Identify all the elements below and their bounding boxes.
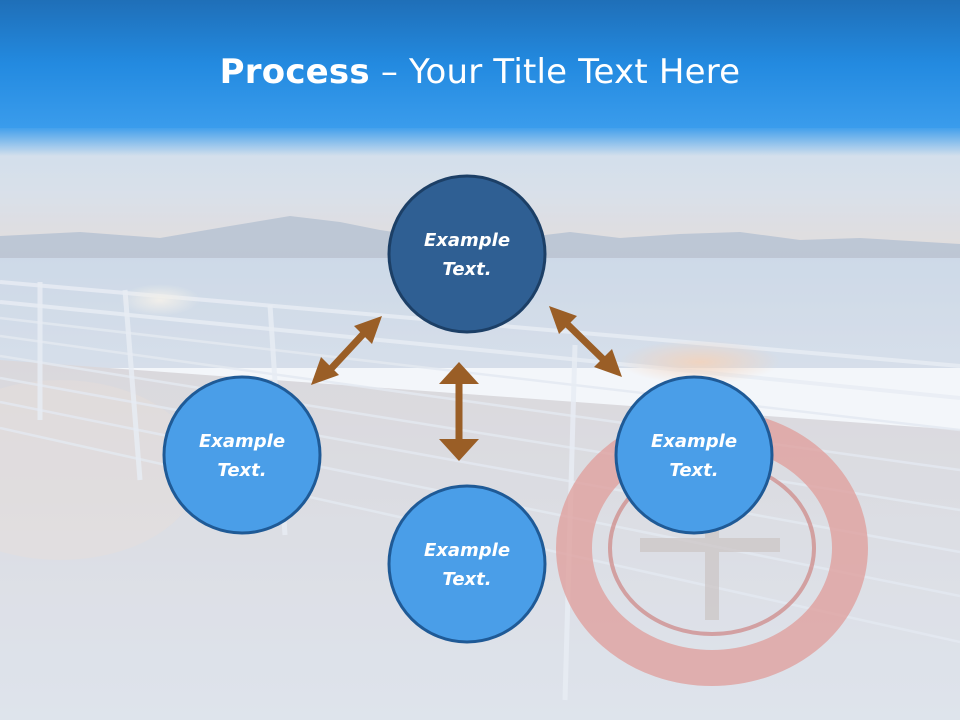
arrow-vertical bbox=[439, 362, 479, 461]
node-top-line1: Example bbox=[424, 230, 510, 251]
node-left-line1: Example bbox=[199, 431, 285, 452]
slide-title: Process – Your Title Text Here bbox=[0, 52, 960, 92]
node-right-line1: Example bbox=[651, 431, 737, 452]
node-bottom: Example Text. bbox=[387, 484, 547, 644]
node-bottom-line2: Text. bbox=[442, 569, 491, 590]
title-separator: – bbox=[369, 52, 410, 92]
arrow-top-right bbox=[549, 306, 622, 377]
arrow-top-left bbox=[311, 316, 382, 385]
node-top-line2: Text. bbox=[442, 259, 491, 280]
node-left: Example Text. bbox=[162, 375, 322, 535]
node-left-line2: Text. bbox=[217, 460, 266, 481]
node-right-line2: Text. bbox=[669, 460, 718, 481]
title-bold-part: Process bbox=[219, 52, 370, 92]
node-right: Example Text. bbox=[614, 375, 774, 535]
node-top: Example Text. bbox=[387, 174, 547, 334]
node-bottom-line1: Example bbox=[424, 540, 510, 561]
title-rest-part: Your Title Text Here bbox=[409, 52, 741, 92]
